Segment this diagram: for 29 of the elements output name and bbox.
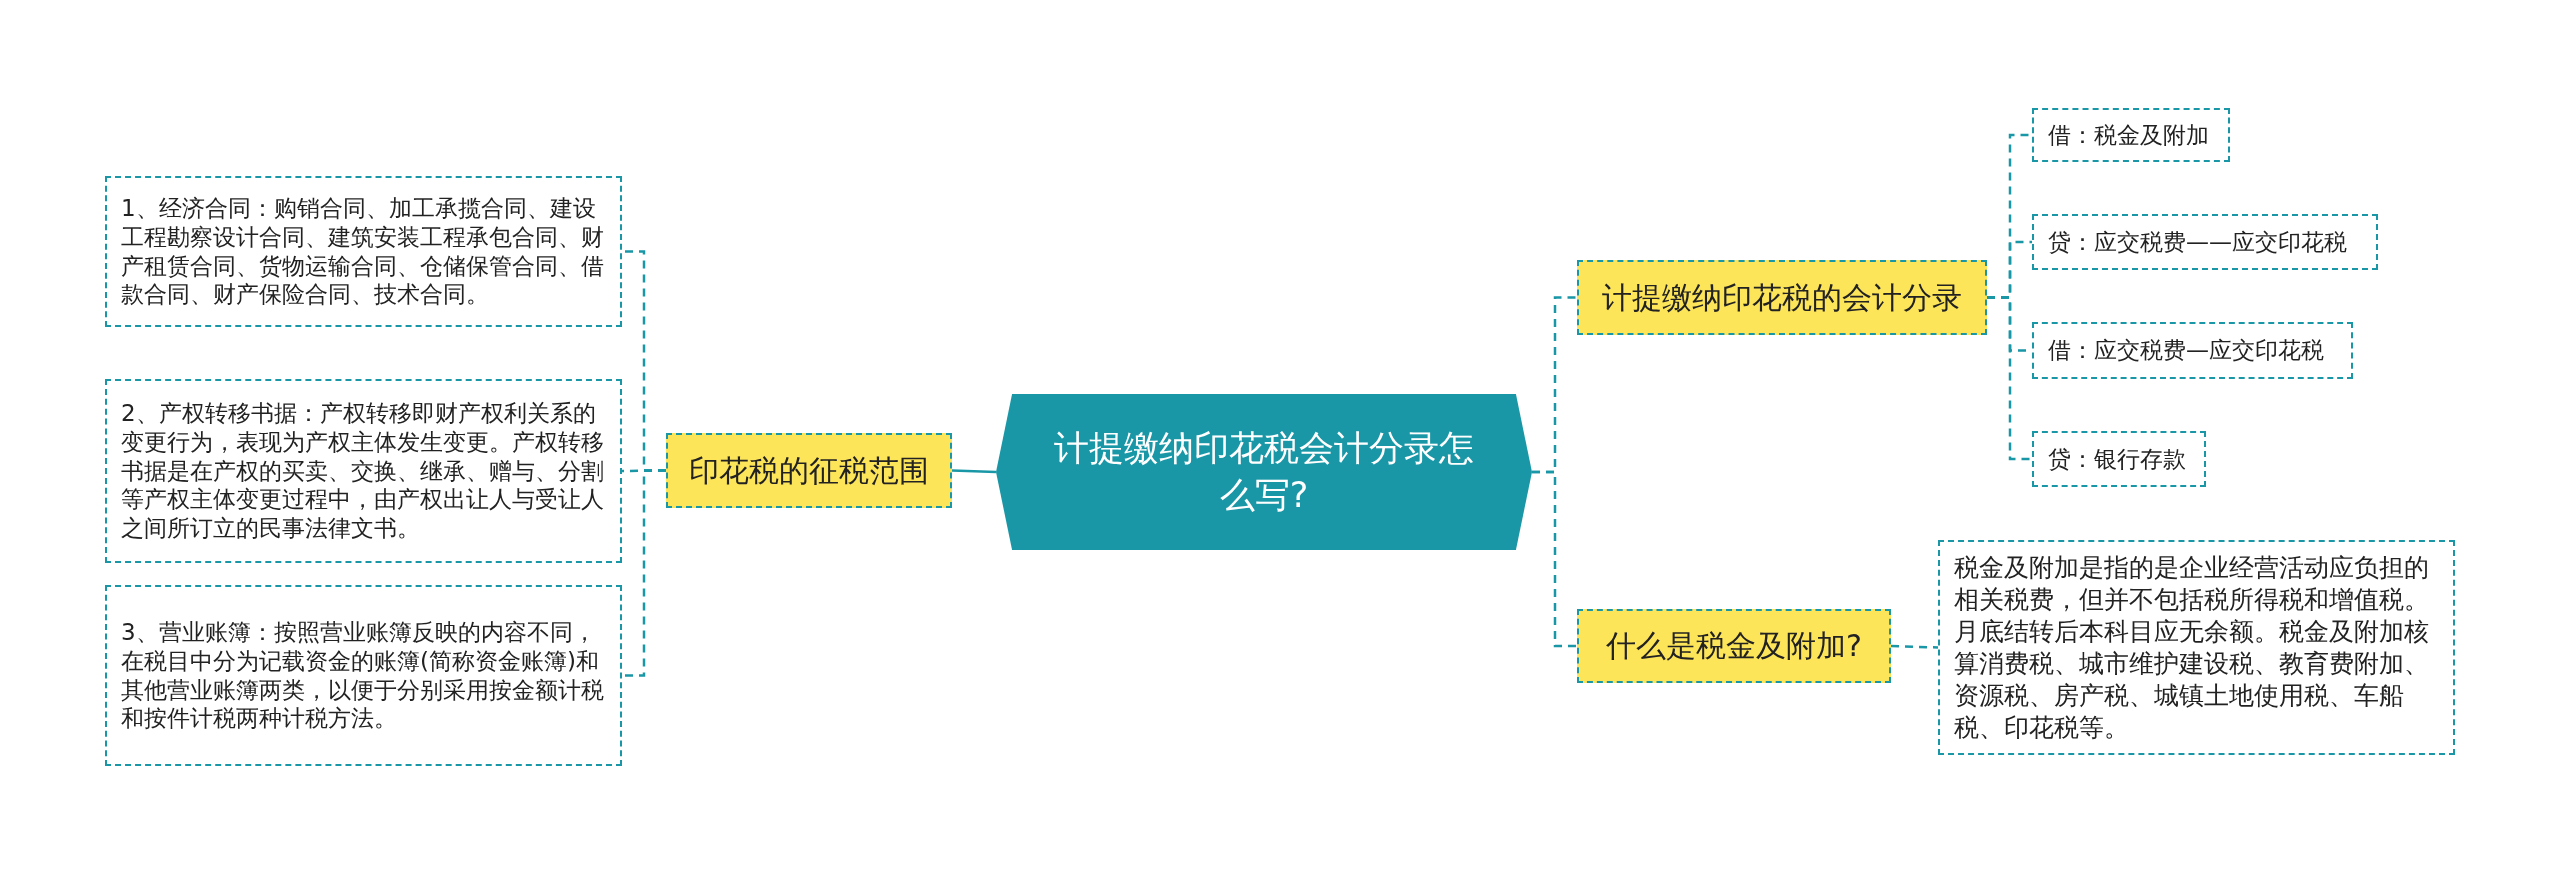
topic-label: 计提缴纳印花税的会计分录 [1602,279,1962,316]
note-box [105,379,622,563]
note-text: 2、产权转移书据：产权转移即财产权利关系的变更行为，表现为产权主体发生变更。产权转移书据是在产权的买卖、交换、继承、赠与、分割等产权主体变更过程中，由产权出让人与受让人之间所订立的民事法律文书。 [121,399,605,543]
note-text: 贷：应交税费——应交印花税 [2048,227,2347,257]
topic-box [1577,609,1891,683]
topic-title: 计提缴纳印花税会计分录怎么写? [1053,426,1475,517]
topic-label: 印花税的征税范围 [689,452,929,489]
note-box [2032,322,2353,379]
note-text: 1、经济合同：购销合同、加工承揽合同、建设工程勘察设计合同、建筑安装工程承包合同、财产租赁合同、货物运输合同、仓储保管合同、借款合同、财产保险合同、技术合同。 [121,194,605,309]
note-box [105,585,622,766]
topic-box [666,433,952,508]
note-text: 借：应交税费—应交印花税 [2048,336,2324,365]
topic-box [1577,260,1987,335]
note-box [2032,214,2378,270]
central-topic-hexagon [996,394,1532,550]
connector-line [1890,644,1939,649]
note-text: 3、营业账簿：按照营业账簿反映的内容不同，在税目中分为记载资金的账簿(简称资金账簿)和其他营业账簿两类，以便于分别采用按金额计税和按件计税两种计税方法。 [121,618,605,733]
connector-line [622,469,666,677]
topic-label: 什么是税金及附加? [1606,628,1862,664]
note-box [105,176,622,327]
note-box [2032,431,2206,487]
note-box [1938,540,2455,755]
note-box [2032,108,2230,162]
note-text: 税金及附加是指的是企业经营活动应负担的相关税费，但并不包括税所得税和增值税。月底结转后本科目应无余额。税金及附加核算消费税、城市维护建设税、教育费附加、资源税、房产税、城镇土地使用税、车船税、印花税等。 [1954,551,2430,744]
note-text: 贷：银行存款 [2048,444,2186,474]
note-text: 借：税金及附加 [2048,120,2209,150]
connector-line [1532,470,1577,648]
connector-line [951,469,997,474]
connector-line [1987,296,2032,461]
